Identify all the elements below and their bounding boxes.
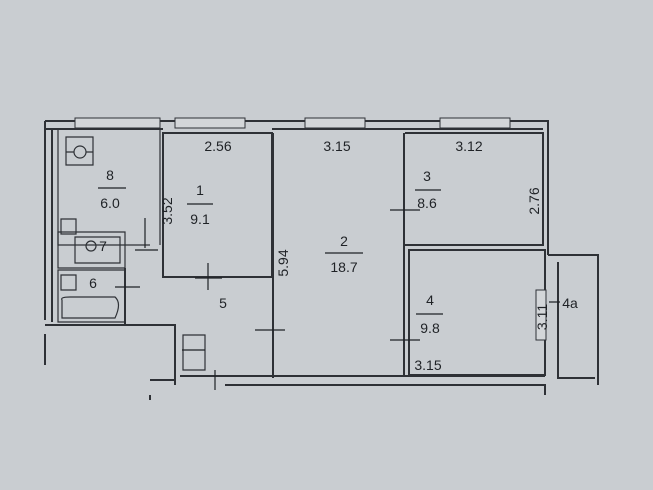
room-1-length: 3.52 [159,197,175,224]
room-3-number: 3 [423,168,431,184]
room-3-area: 8.6 [417,195,437,211]
room-5-number: 5 [219,295,227,311]
room-7-number: 7 [99,238,107,254]
walls [44,120,599,400]
room-2-width: 3.15 [323,138,350,154]
room-1-width: 2.56 [204,138,231,154]
dimension-labels: 2.56 3.15 3.12 3.15 3.52 5.94 2.76 3.11 [159,138,550,373]
fraction-bars [98,187,443,315]
room-2-length: 5.94 [275,249,291,276]
room-2-number: 2 [340,233,348,249]
room-3-length: 2.76 [526,187,542,214]
room-labels: 8 6.0 1 9.1 2 18.7 3 8.6 4 9.8 4а 5 6 7 [89,167,578,336]
door-marks [115,209,560,390]
room-1-number: 1 [196,182,204,198]
room-6-number: 6 [89,275,97,291]
windows [74,117,511,129]
room-8-area: 6.0 [100,195,120,211]
room-2-area: 18.7 [330,259,357,275]
room-4-length: 3.11 [534,304,550,330]
room-3-width: 3.12 [455,138,482,154]
room-4-width: 3.15 [414,357,441,373]
room-4-number: 4 [426,292,434,308]
room-4-area: 9.8 [420,320,440,336]
room-1-area: 9.1 [190,211,210,227]
room-8-number: 8 [106,167,114,183]
room-4a-number: 4а [562,295,578,311]
